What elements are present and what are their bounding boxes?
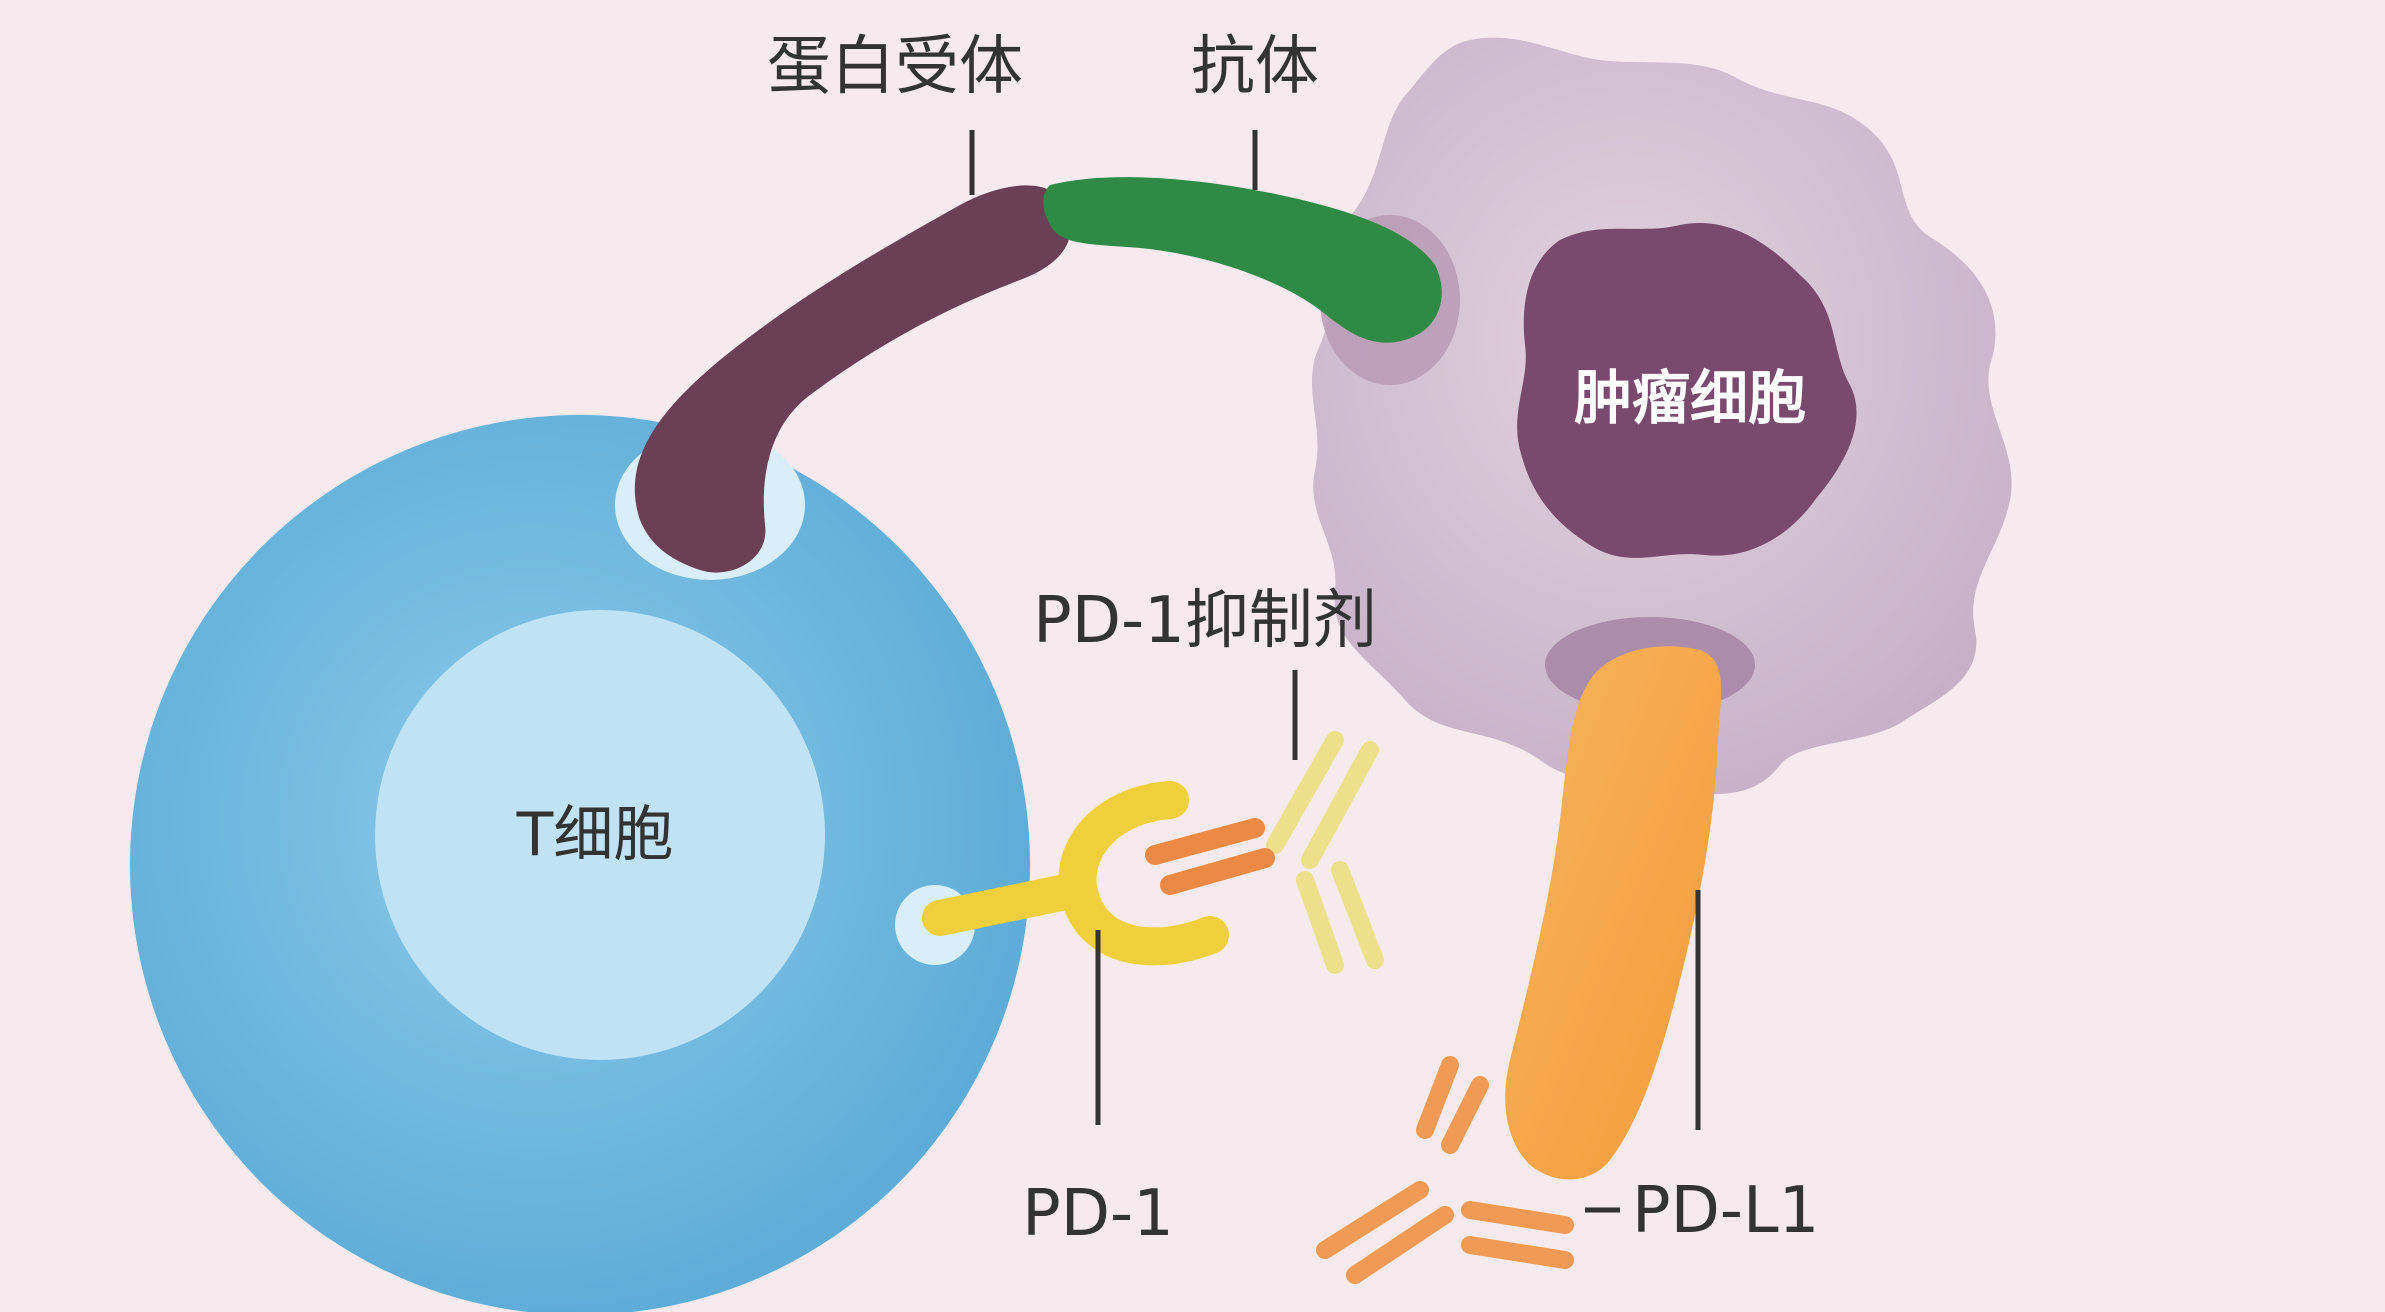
antibody	[1043, 177, 1442, 343]
pd-l1-antibody-arm	[1346, 1206, 1454, 1284]
protein-receptor	[634, 185, 1071, 573]
pd-l1-antibody-arm	[1461, 1236, 1574, 1269]
pd-l1-antibody-arm	[1441, 1076, 1489, 1154]
label-pdl1: PD-L1	[1632, 1174, 1819, 1248]
pd-l1-antibody	[1316, 1056, 1574, 1284]
pd-l1-receptor	[1505, 646, 1722, 1180]
pd-l1-antibody-arm	[1316, 1181, 1429, 1259]
pd-1-inhibitor-arm	[1296, 871, 1344, 974]
pd-1-stem	[922, 872, 1093, 936]
label-antibody: 抗体	[1191, 30, 1319, 104]
tumor-nucleus	[1517, 223, 1857, 558]
pd-1-inhibitor-arm	[1301, 741, 1379, 869]
pd-1-inhibitor	[1145, 731, 1384, 974]
pd-l1-antibody-arm	[1461, 1201, 1574, 1234]
pd-1-receptor	[922, 781, 1229, 966]
pd-1-inhibitor-tip	[1160, 848, 1275, 895]
pd-1-inhibitor-tip	[1145, 818, 1265, 865]
pd-1-cup	[1058, 781, 1229, 966]
pd-1-inhibitor-arm	[1266, 731, 1344, 854]
label-pd1-inhibitor: PD-1抑制剂	[1033, 584, 1377, 658]
label-t-cell: T细胞	[516, 800, 674, 870]
label-tumor-cell: 肿瘤细胞	[1574, 364, 1806, 432]
pd-1-inhibitor-arm	[1331, 861, 1384, 969]
label-pd1: PD-1	[1022, 1177, 1174, 1251]
leader-lines	[969, 130, 1701, 1213]
pd-l1-antibody-arm	[1416, 1056, 1459, 1139]
label-protein-receptor: 蛋白受体	[767, 30, 1023, 104]
tumor-cell	[1311, 37, 2012, 794]
t-cell-nucleus	[375, 610, 825, 1060]
